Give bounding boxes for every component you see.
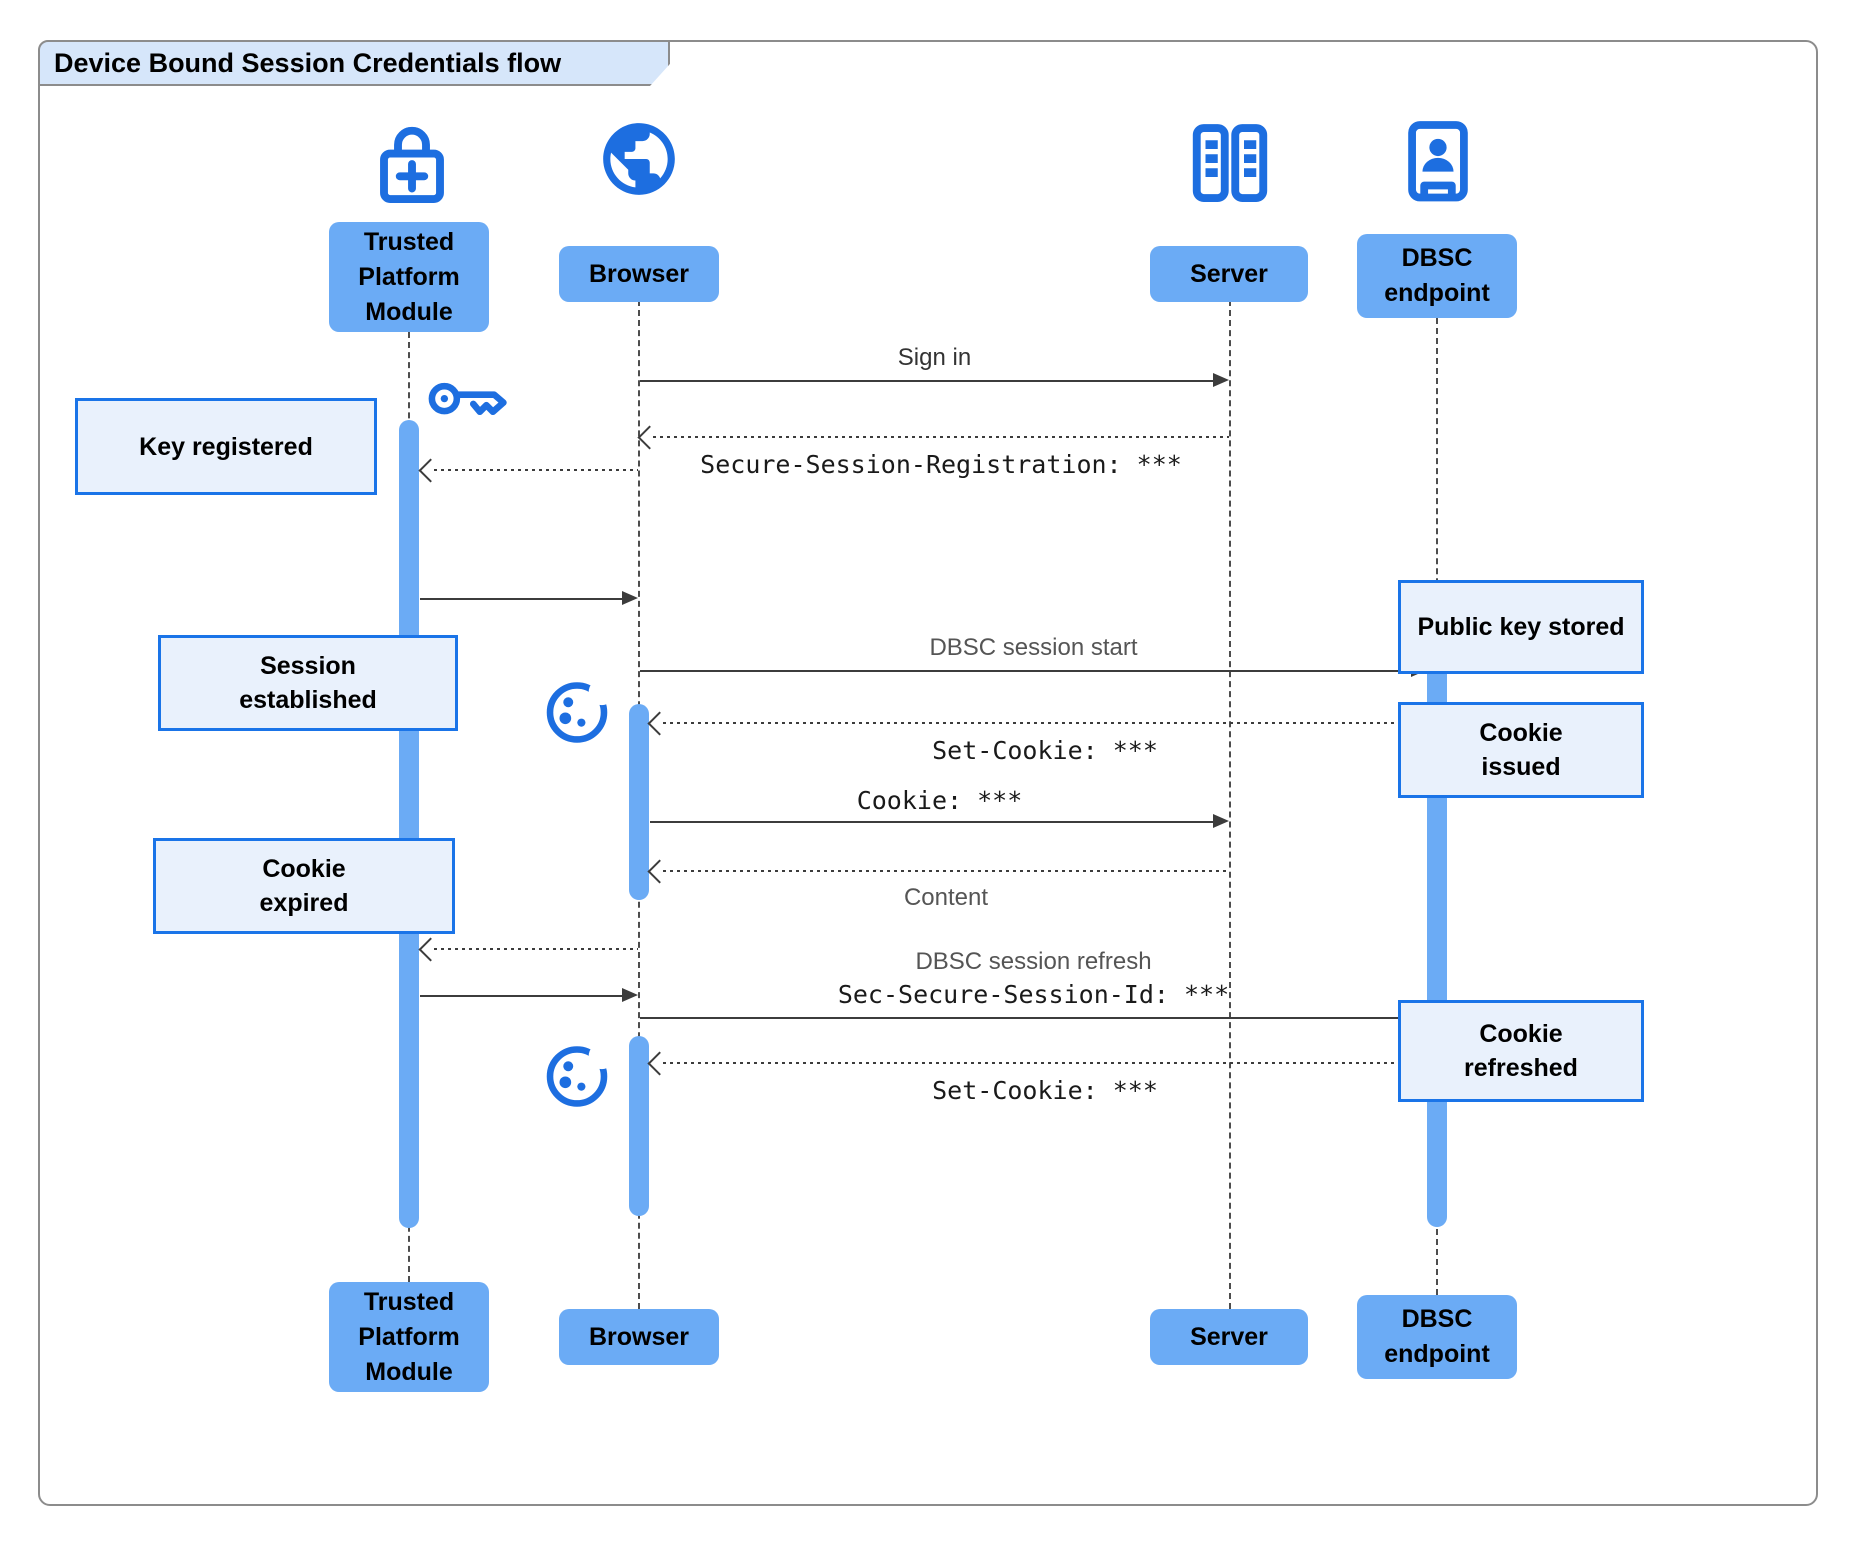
- arrowhead: [1213, 373, 1229, 387]
- activation-tpm: [399, 420, 419, 1228]
- note-cookie-issued: Cookie issued: [1398, 702, 1644, 798]
- participant-server-top: Server: [1150, 246, 1308, 302]
- participant-label: Browser: [588, 1322, 690, 1351]
- note-label: Cookie expired: [259, 855, 349, 917]
- diagram-title: Device Bound Session Credentials flow: [38, 40, 670, 86]
- note-label: Key registered: [139, 432, 313, 461]
- message-line-session-refresh: [640, 1017, 1411, 1019]
- participant-label: Server: [1190, 1322, 1268, 1351]
- note-label: Cookie issued: [1479, 719, 1563, 781]
- message-label-session-refresh: DBSC session refresh: [915, 948, 1152, 975]
- arrowhead: [1213, 814, 1229, 828]
- participant-label: Server: [1190, 259, 1268, 288]
- participant-label: Trusted Platform Module: [358, 227, 460, 326]
- note-label: Cookie refreshed: [1464, 1020, 1578, 1082]
- participant-browser-top: Browser: [559, 246, 719, 302]
- message-line-refresh-response: [420, 995, 622, 997]
- participant-server-bottom: Server: [1150, 1309, 1308, 1365]
- message-line-refresh-request: [434, 948, 638, 950]
- message-line-set-cookie-2: [663, 1062, 1427, 1064]
- message-label-set-cookie-2: Set-Cookie: ***: [932, 1076, 1158, 1105]
- lifeline-server: [1229, 300, 1231, 1309]
- message-line-content: [663, 870, 1229, 872]
- participant-label: DBSC endpoint: [1384, 1305, 1490, 1368]
- message-line-set-cookie-1: [663, 722, 1427, 724]
- message-label-sign-in: Sign in: [897, 344, 972, 371]
- participant-tpm-bottom: Trusted Platform Module: [329, 1282, 489, 1392]
- participant-label: Browser: [588, 259, 690, 288]
- note-label: Session established: [239, 652, 377, 714]
- key-icon: [428, 382, 507, 416]
- participant-dbsc-top: DBSC endpoint: [1357, 234, 1517, 318]
- message-label-cookie: Cookie: ***: [856, 786, 1023, 815]
- participant-dbsc-bottom: DBSC endpoint: [1357, 1295, 1517, 1379]
- message-line-key-response: [420, 598, 622, 600]
- cookie-icon: [546, 678, 612, 743]
- activation-browser-2: [629, 1036, 649, 1216]
- server-icon: [1192, 124, 1268, 202]
- note-public-key-stored: Public key stored: [1398, 580, 1644, 674]
- note-label: Public key stored: [1417, 613, 1625, 641]
- message-label-session-start: DBSC session start: [929, 634, 1138, 661]
- note-session-established: Session established: [158, 635, 458, 731]
- participant-browser-bottom: Browser: [559, 1309, 719, 1365]
- arrowhead: [622, 988, 638, 1002]
- message-label-session-refresh-header: Sec-Secure-Session-Id: ***: [837, 980, 1230, 1009]
- message-line-session-start: [640, 670, 1411, 672]
- lock-plus-icon: [380, 126, 444, 203]
- message-label-session-registration: Secure-Session-Registration: ***: [700, 450, 1182, 479]
- participant-label: Trusted Platform Module: [358, 1287, 460, 1386]
- note-cookie-refreshed: Cookie refreshed: [1398, 1000, 1644, 1102]
- message-line-session-registration: [653, 436, 1229, 438]
- activation-browser-1: [629, 704, 649, 900]
- message-line-sign-in: [640, 380, 1213, 382]
- note-key-registered: Key registered: [75, 398, 377, 495]
- message-line-cookie: [650, 821, 1213, 823]
- participant-tpm-top: Trusted Platform Module: [329, 222, 489, 332]
- message-line-key-request: [434, 469, 638, 471]
- participant-label: DBSC endpoint: [1384, 244, 1490, 307]
- globe-icon: [603, 123, 675, 195]
- message-label-content: Content: [903, 884, 989, 911]
- cookie-icon: [546, 1042, 612, 1107]
- door-person-icon: [1408, 121, 1468, 202]
- arrowhead: [622, 591, 638, 605]
- message-label-set-cookie-1: Set-Cookie: ***: [932, 736, 1158, 765]
- note-cookie-expired: Cookie expired: [153, 838, 455, 934]
